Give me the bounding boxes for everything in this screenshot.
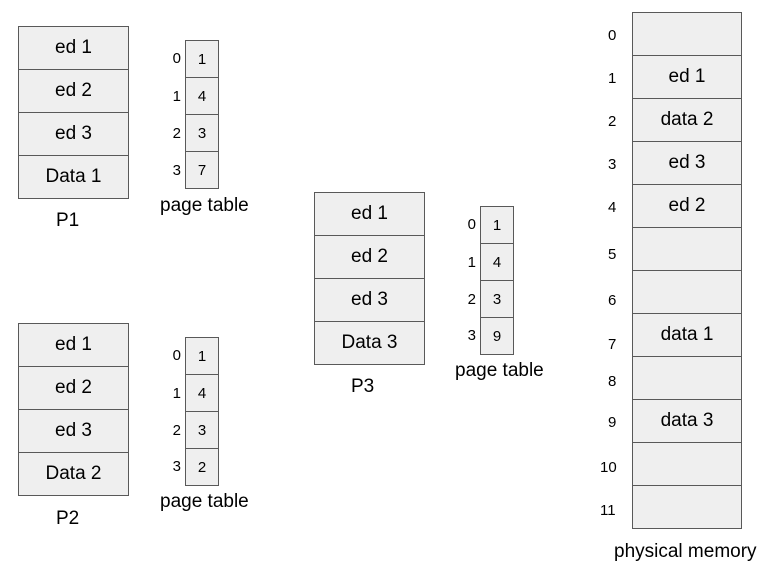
p3-segment-2: ed 3 [314, 278, 425, 322]
p1-page-table-label: page table [160, 195, 249, 216]
p1-pt-index-0: 0 [172, 50, 181, 67]
memory-frame: data 1 [632, 313, 742, 357]
memory-frame-index: 3 [608, 156, 617, 173]
memory-frame-index: 6 [608, 292, 617, 309]
p1-pt-index-2: 2 [172, 125, 181, 142]
memory-frame: ed 2 [632, 184, 742, 228]
memory-frame [632, 485, 742, 529]
memory-frame-index: 8 [608, 373, 617, 390]
memory-frame-index: 2 [608, 113, 617, 130]
p3-pt-index-3: 3 [467, 327, 476, 344]
memory-frame: data 3 [632, 399, 742, 443]
p1-label: P1 [56, 210, 80, 231]
p3-segment-3: Data 3 [314, 321, 425, 365]
memory-frame [632, 270, 742, 314]
memory-frame [632, 227, 742, 271]
memory-frame-index: 4 [608, 199, 617, 216]
p2-pt-frame-2: 3 [185, 411, 219, 449]
p2-segment-3: Data 2 [18, 452, 129, 496]
p2-pt-frame-3: 2 [185, 448, 219, 486]
p1-pt-frame-2: 3 [185, 114, 219, 152]
memory-frame-index: 11 [600, 502, 616, 519]
p2-segment-1: ed 2 [18, 366, 129, 410]
p3-page-table-label: page table [455, 360, 544, 381]
memory-frame: ed 3 [632, 141, 742, 185]
p3-segment-0: ed 1 [314, 192, 425, 236]
p2-pt-index-3: 3 [172, 458, 181, 475]
memory-frame [632, 356, 742, 400]
memory-frame: data 2 [632, 98, 742, 142]
memory-frame [632, 12, 742, 56]
p3-pt-index-1: 1 [467, 254, 476, 271]
memory-frame-index: 0 [608, 27, 617, 44]
p2-label: P2 [56, 508, 80, 529]
memory-frame: ed 1 [632, 55, 742, 99]
memory-frame-index: 5 [608, 246, 617, 263]
memory-frame-index: 10 [600, 459, 617, 476]
p3-pt-index-0: 0 [467, 216, 476, 233]
memory-frame-index: 1 [608, 70, 617, 87]
p1-pt-frame-1: 4 [185, 77, 219, 115]
physical-memory-label: physical memory [614, 541, 757, 562]
p3-label: P3 [351, 376, 375, 397]
memory-frame-index: 7 [608, 336, 617, 353]
p3-pt-frame-0: 1 [480, 206, 514, 244]
p1-pt-index-3: 3 [172, 162, 181, 179]
p2-pt-frame-1: 4 [185, 374, 219, 412]
p3-segment-1: ed 2 [314, 235, 425, 279]
p1-pt-frame-0: 1 [185, 40, 219, 78]
memory-frame-index: 9 [608, 414, 617, 431]
p1-pt-index-1: 1 [172, 88, 181, 105]
p3-pt-index-2: 2 [467, 291, 476, 308]
p2-pt-index-2: 2 [172, 422, 181, 439]
p1-pt-frame-3: 7 [185, 151, 219, 189]
p3-pt-frame-2: 3 [480, 280, 514, 318]
p3-pt-frame-3: 9 [480, 317, 514, 355]
p2-pt-index-0: 0 [172, 347, 181, 364]
p2-pt-frame-0: 1 [185, 337, 219, 375]
p2-segment-0: ed 1 [18, 323, 129, 367]
p1-segment-2: ed 3 [18, 112, 129, 156]
memory-frame [632, 442, 742, 486]
p3-pt-frame-1: 4 [480, 243, 514, 281]
p1-segment-3: Data 1 [18, 155, 129, 199]
p2-page-table-label: page table [160, 491, 249, 512]
p2-segment-2: ed 3 [18, 409, 129, 453]
p1-segment-1: ed 2 [18, 69, 129, 113]
p1-segment-0: ed 1 [18, 26, 129, 70]
p2-pt-index-1: 1 [172, 385, 181, 402]
